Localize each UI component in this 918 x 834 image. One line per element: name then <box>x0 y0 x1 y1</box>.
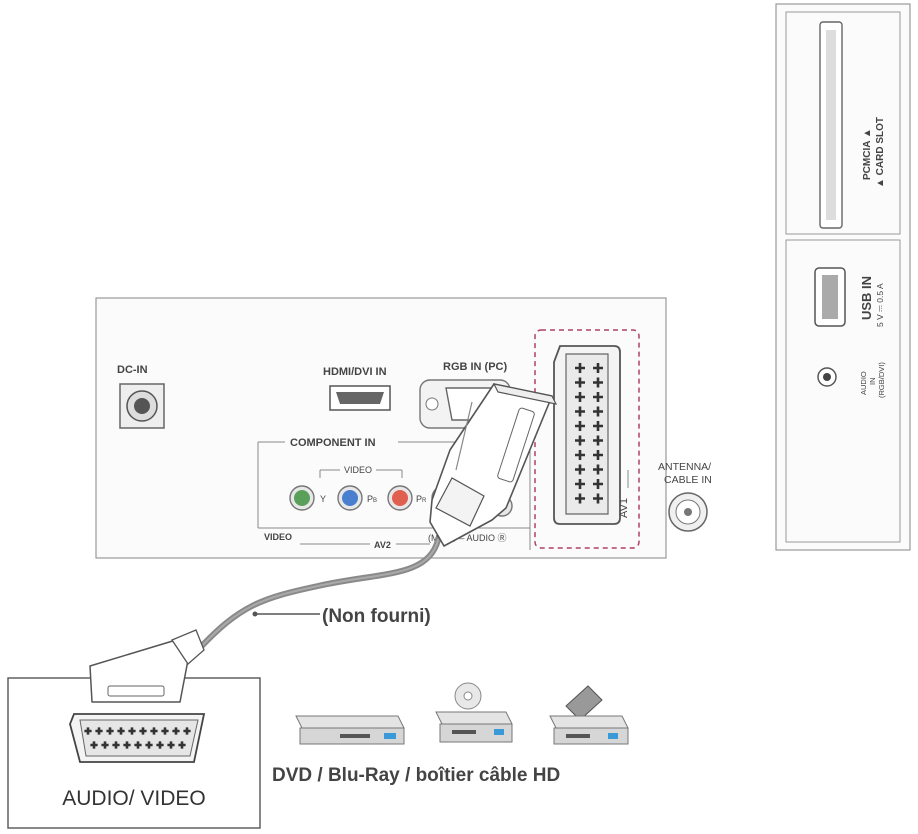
pcmcia-slot <box>819 21 843 229</box>
scart-pin <box>575 406 585 417</box>
usb-rating-label: 5 V ⎓ 0.5 A <box>875 283 885 327</box>
dvd-player-icon <box>295 715 405 745</box>
scart-pin <box>575 450 585 460</box>
scart-pin <box>575 392 585 402</box>
bluray-player-icon <box>435 682 513 743</box>
scart-pin <box>575 479 585 489</box>
scart-cable <box>195 537 441 653</box>
scart-pin <box>156 741 164 749</box>
scart-pin <box>593 450 603 460</box>
antenna-label-line1: ANTENNA/ <box>658 461 711 473</box>
scart-pin <box>593 435 603 446</box>
hdmi-port <box>329 385 391 411</box>
side-panel: PCMCIA ▲ ▲ CARD SLOT USB IN 5 V ⎓ 0.5 A … <box>775 3 911 551</box>
scart-pin <box>139 727 147 735</box>
dc-in-label: DC-IN <box>117 364 148 376</box>
device-scart-pins <box>84 727 191 749</box>
jack-pb <box>337 485 363 511</box>
scart-pin <box>128 727 136 735</box>
dc-in-jack <box>119 383 165 429</box>
video-group-label: VIDEO <box>344 465 372 475</box>
cable-note: (Non fourni) <box>322 606 431 627</box>
tv-back-panel: DC-IN HDMI/DVI IN RGB IN (PC) COMPONENT … <box>95 297 712 559</box>
scart-pin <box>593 406 603 417</box>
rgb-label: RGB IN (PC) <box>443 361 508 373</box>
audio-in-label-line2: IN <box>868 378 877 386</box>
jack-y <box>289 485 315 511</box>
scart-pin <box>172 727 180 735</box>
scart-pin <box>106 727 114 735</box>
pcmcia-label-line1: PCMCIA ▲ <box>862 128 873 180</box>
scart-pin <box>84 727 92 735</box>
cable-box-icon <box>549 685 629 745</box>
component-in-label: COMPONENT IN <box>290 437 376 449</box>
scart-pin <box>101 741 109 749</box>
jack-y-label: Y <box>320 494 326 504</box>
av1-label: AV1 <box>618 498 630 518</box>
scart-pin <box>575 464 585 475</box>
jack-pr <box>387 485 413 511</box>
scart-pin <box>593 377 603 388</box>
scart-pin <box>90 741 98 749</box>
scart-plug-tv <box>429 383 558 547</box>
scart-pin <box>167 741 175 749</box>
scart-pins <box>575 363 603 504</box>
audio-bottom-label: (MO Ⓛ – AUDIO Ⓡ <box>428 533 507 543</box>
scart-pin <box>575 435 585 446</box>
scart-pin <box>134 741 142 749</box>
audio-in-label-line3: (RGB/DVI) <box>877 362 886 398</box>
av2-label: AV2 <box>374 540 391 550</box>
scart-av1-port <box>553 345 621 525</box>
scart-pin <box>593 464 603 475</box>
av-device-box: AUDIO/ VIDEO <box>7 629 261 829</box>
antenna-jack <box>668 492 708 532</box>
device-box-label: AUDIO/ VIDEO <box>62 787 206 810</box>
scart-pin <box>117 727 125 735</box>
scart-pin <box>575 493 585 504</box>
scart-pin <box>593 421 603 431</box>
scart-pin <box>145 741 153 749</box>
scart-pin <box>112 741 120 749</box>
scart-pin <box>593 392 603 402</box>
scart-pin <box>575 377 585 388</box>
scart-pin <box>123 741 131 749</box>
scart-pin <box>593 493 603 504</box>
jack-pb-label: PB <box>367 494 377 504</box>
scart-pin <box>575 421 585 431</box>
hdmi-label: HDMI/DVI IN <box>323 366 387 378</box>
audio-in-label-line1: AUDIO <box>859 371 868 395</box>
scart-device-socket <box>69 713 206 763</box>
scart-pin <box>183 727 191 735</box>
scart-pin <box>178 741 186 749</box>
jack-pr-label: PR <box>416 494 427 504</box>
scart-pin <box>150 727 158 735</box>
video-bottom-label: VIDEO <box>264 532 292 542</box>
usb-port <box>814 267 846 327</box>
antenna-label-line2: CABLE IN <box>664 474 712 486</box>
scart-pin <box>575 363 585 373</box>
av1-highlight <box>534 329 640 549</box>
scart-pin <box>593 479 603 489</box>
audio-in-jack <box>817 367 837 387</box>
devices-caption: DVD / Blu-Ray / boîtier câble HD <box>272 765 560 786</box>
scart-pin <box>161 727 169 735</box>
scart-pin <box>95 727 103 735</box>
scart-pin <box>593 363 603 373</box>
pcmcia-label-line2: ▲ CARD SLOT <box>875 117 886 188</box>
usb-in-label: USB IN <box>859 276 874 320</box>
